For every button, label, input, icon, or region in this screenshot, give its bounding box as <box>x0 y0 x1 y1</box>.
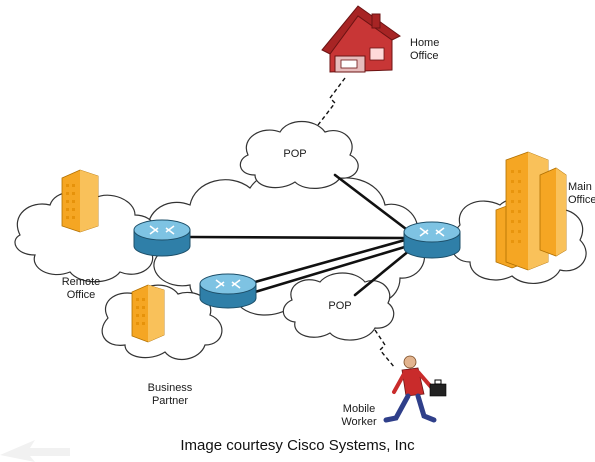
router-icon <box>133 219 191 257</box>
dashed-link-mobile <box>374 329 396 369</box>
network-links <box>188 173 412 297</box>
remote-office-label-line1: Remote <box>61 276 101 288</box>
business-partner-label: Business Partner <box>140 382 200 408</box>
building-icon <box>131 284 165 343</box>
main-office-label-line1: Main <box>568 181 592 193</box>
house-icon <box>321 5 401 73</box>
pop-top-cloud-icon <box>239 120 359 189</box>
link-partner-main-2 <box>253 244 410 294</box>
remote-office-label: Remote Office <box>56 276 106 302</box>
business-partner-label-line1: Business <box>147 382 193 394</box>
building-icon <box>495 151 567 271</box>
briefcase-icon <box>429 379 447 397</box>
home-office-label-line1: Home <box>410 37 440 49</box>
person-icon <box>383 355 437 423</box>
business-partner-label-line2: Partner <box>151 395 189 407</box>
router-icon <box>199 273 257 309</box>
pop-top-label: POP <box>283 148 307 160</box>
link-partner-main-1 <box>253 238 407 284</box>
router-icon <box>403 221 461 259</box>
dashed-link-home <box>317 77 346 126</box>
main-office-label: Main Office <box>568 181 595 207</box>
pop-bottom-cloud-icon <box>282 272 395 341</box>
watermark-arrow-icon <box>0 440 70 462</box>
mobile-worker-label-line1: Mobile <box>342 403 376 415</box>
home-office-label-line2: Office <box>410 50 439 62</box>
mobile-worker-label-line2: Worker <box>341 416 377 428</box>
pop-bottom-label: POP <box>328 300 352 312</box>
building-icon <box>61 169 99 233</box>
home-office-label: Home Office <box>410 37 439 63</box>
link-popTop-main <box>333 173 412 234</box>
remote-office-label-line2: Office <box>66 289 96 301</box>
mobile-worker-label: Mobile Worker <box>334 403 384 429</box>
main-office-label-line2: Office <box>568 194 595 206</box>
link-remote-main <box>188 235 407 240</box>
link-popBottom-main <box>353 248 412 297</box>
image-caption: Image courtesy Cisco Systems, Inc <box>180 437 415 454</box>
